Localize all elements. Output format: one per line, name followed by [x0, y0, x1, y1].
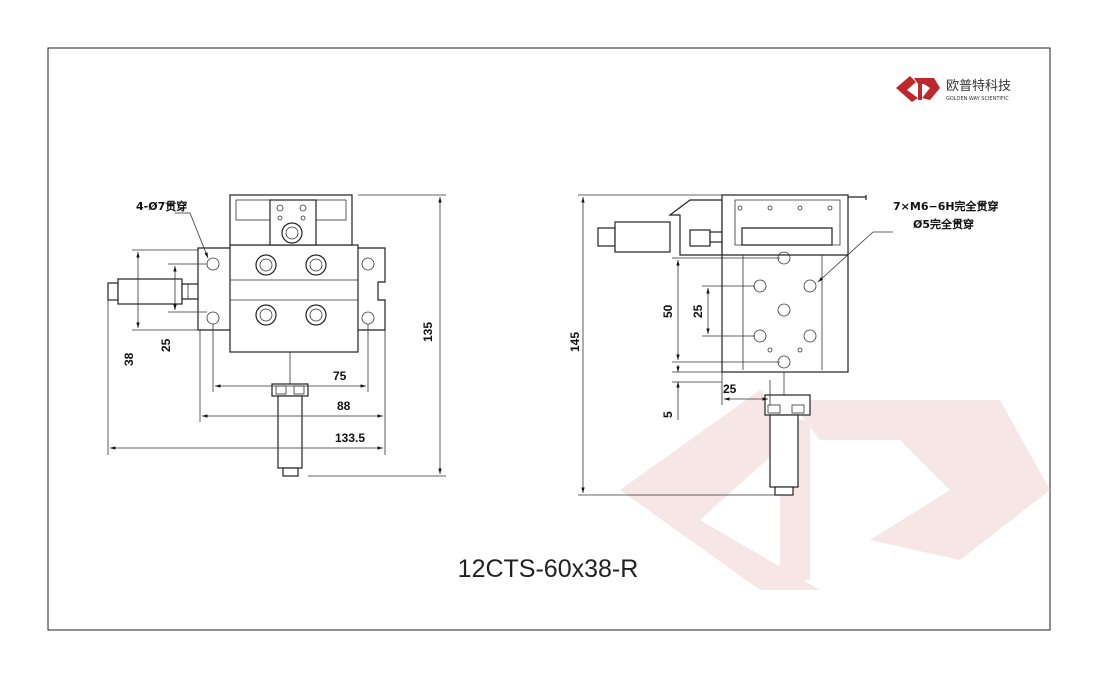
dim-5: 5: [661, 411, 675, 418]
hole-note: 4-Ø7贯穿: [136, 199, 187, 213]
company-logo: 欧普特科技 GOLDEN WAY SCIENTIFIC: [896, 76, 1011, 102]
through-hole-note: Ø5完全贯穿: [913, 217, 974, 231]
model-title: 12CTS-60x38-R: [458, 555, 639, 583]
micrometer-barrel: [117, 278, 183, 305]
dim-88: 88: [337, 399, 351, 413]
bottom-actuator: [277, 395, 303, 469]
dim-25-vertical: 25: [691, 304, 705, 318]
screws: [255, 254, 327, 326]
dim-75: 75: [333, 369, 347, 383]
drawing-frame: [47, 47, 1051, 631]
side-dimensions: 145 50 25 25 5 7×M6−6H完全贯穿 Ø5完全贯穿: [568, 194, 999, 496]
logo-name-en: GOLDEN WAY SCIENTIFIC: [946, 96, 1009, 102]
side-stage-body: [721, 194, 849, 373]
dim-50: 50: [661, 304, 675, 318]
logo-name-cn: 欧普特科技: [946, 79, 1011, 94]
dim-25-front: 25: [159, 338, 173, 352]
stage-body: [229, 244, 359, 353]
dim-25-horizontal: 25: [723, 382, 737, 396]
side-micrometer-knob: [597, 227, 616, 247]
dim-38: 38: [122, 352, 136, 366]
dim-135: 135: [421, 322, 435, 342]
dim-133-5: 133.5: [335, 431, 365, 445]
thread-note: 7×M6−6H完全贯穿: [893, 199, 999, 213]
side-view: 145 50 25 25 5 7×M6−6H完全贯穿 Ø5完全贯穿: [568, 194, 999, 496]
micrometer-knob: [107, 282, 119, 301]
side-bottom-actuator: [769, 414, 799, 488]
front-dimensions: 135 75 88 133.5 38 25 4-Ø7贯穿: [107, 194, 446, 477]
front-view: 135 75 88 133.5 38 25 4-Ø7贯穿: [107, 194, 446, 477]
dim-145: 145: [568, 332, 582, 352]
watermark-logo: [620, 390, 1050, 590]
